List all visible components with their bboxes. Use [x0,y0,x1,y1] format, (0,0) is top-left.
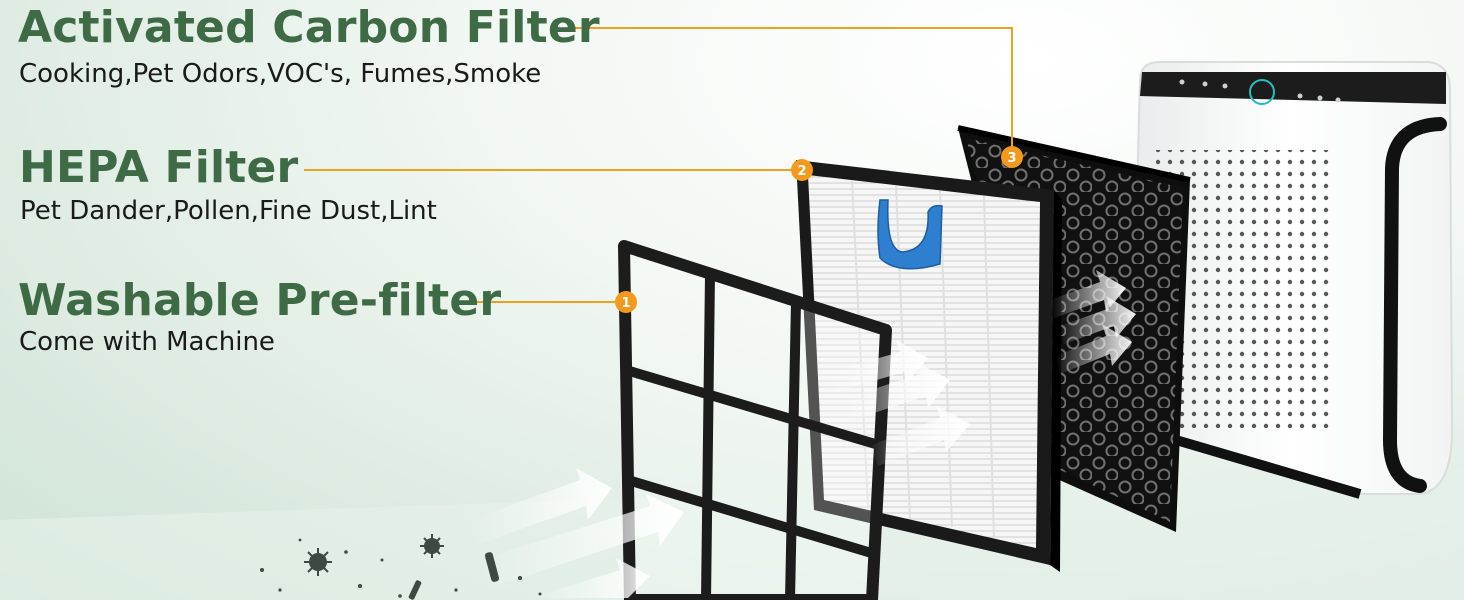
leader-lines [304,27,1013,303]
handle-groove [1382,117,1447,493]
badge-3: 3 [1001,146,1023,168]
svg-text:1: 1 [621,296,630,311]
hepa-filter-title: HEPA Filter [19,142,299,193]
particle-icon [260,534,542,600]
air-flow-arrow-icon [470,270,1136,598]
pull-tab [877,199,943,270]
badge-2: 2 [791,159,813,181]
pre-filter-title: Washable Pre-filter [18,275,502,326]
pre-filter [618,240,892,600]
pre-filter-description: Come with Machine [19,327,275,357]
svg-text:2: 2 [797,164,806,179]
purifier-top-panel [1140,72,1446,104]
carbon-filter-title: Activated Carbon Filter [18,2,600,53]
hepa-filter-description: Pet Dander,Pollen,Fine Dust,Lint [20,196,437,226]
carbon-filter-description: Cooking,Pet Odors,VOC's, Fumes,Smoke [19,59,542,89]
badge-1: 1 [615,291,637,313]
control-panel-icon [1179,79,1341,105]
svg-text:3: 3 [1007,151,1016,166]
